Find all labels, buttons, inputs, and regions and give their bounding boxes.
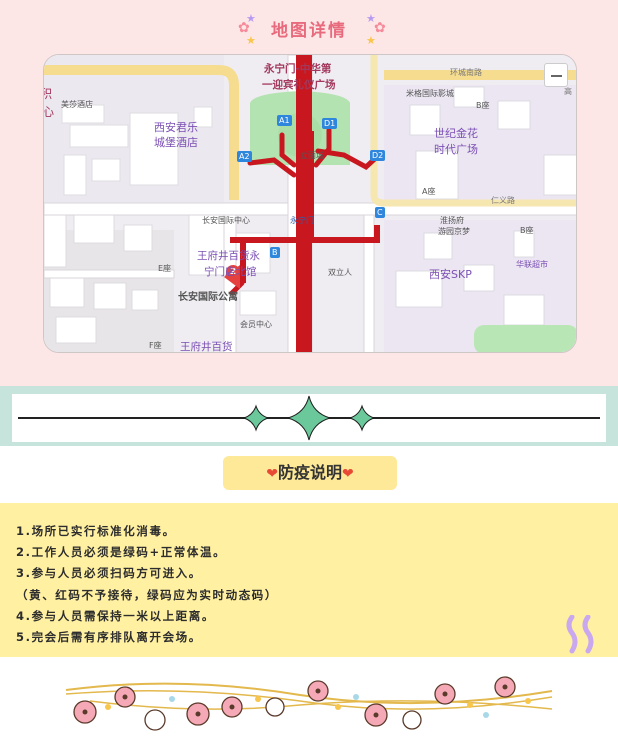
- heart-icon: ❤: [342, 466, 354, 482]
- page-title: 地图详情: [271, 21, 347, 41]
- map-label: F座: [149, 341, 162, 350]
- zoom-out-button[interactable]: [544, 63, 568, 87]
- map-section: ★ ✿ ★ 地图详情 ★ ✿ ★: [0, 0, 618, 386]
- map-label-mall: 王府井百货: [180, 341, 233, 353]
- flower-decoration: [0, 657, 618, 744]
- map-label: 淮扬府: [440, 216, 464, 225]
- map-label-plaza: 永宁门-中华第: [264, 63, 332, 75]
- map-label: 游园京梦: [438, 227, 470, 236]
- wave-icon: [566, 615, 594, 654]
- map-label: 长安国际中心: [202, 216, 250, 225]
- map-label-plaza: 一迎宾礼仪广场: [262, 79, 336, 91]
- sparkle-icon: [242, 395, 376, 441]
- star-icon: ✿: [374, 20, 386, 36]
- map-label: 环城南路: [450, 68, 482, 77]
- map-label: 华联超市: [516, 260, 548, 269]
- map-label: 会员中心: [240, 320, 272, 329]
- heart-icon: ❤: [266, 466, 278, 482]
- star-icon: ★: [366, 12, 376, 25]
- anti-epidemic-title: 防疫说明: [277, 463, 342, 482]
- location-marker[interactable]: 2: [226, 265, 240, 279]
- rule-item: 2.工作人员必须是绿码+正常体温。: [16, 545, 227, 560]
- map-label: 长安国际公寓: [178, 292, 238, 303]
- map-label: 双立人: [328, 268, 352, 277]
- rule-item: 3.参与人员必须扫码方可进入。: [16, 566, 202, 581]
- map-label: B座: [476, 101, 490, 110]
- map-label-hotel: 城堡酒店: [154, 136, 198, 149]
- star-icon: ★: [246, 34, 256, 47]
- exit-badge: B: [270, 247, 280, 258]
- map-label: 心: [43, 105, 55, 119]
- map-label: 美莎酒店: [61, 100, 93, 109]
- rules-panel: 1.场所已实行标准化消毒。 2.工作人员必须是绿码+正常体温。 3.参与人员必须…: [0, 503, 618, 657]
- map-label-mall: 西安SKP: [429, 268, 472, 281]
- map-label-mall: 时代广场: [434, 143, 478, 156]
- flower-icon: [65, 676, 553, 731]
- exit-badge: D1: [322, 118, 338, 129]
- map-label: 仁义路: [491, 196, 515, 205]
- rule-item: 5.完会后需有序排队离开会场。: [16, 630, 202, 645]
- star-icon: ✿: [238, 20, 250, 36]
- exit-badge: A2: [237, 151, 252, 162]
- rule-item: 1.场所已实行标准化消毒。: [16, 524, 176, 538]
- location-map[interactable]: A1 D1 A2 D2 C B 2 永宁门-中华第 一迎宾礼仪广场 美莎酒店 积…: [43, 54, 577, 353]
- map-label-mall: 宁门店北馆: [204, 266, 257, 278]
- map-label-station: 永宁门: [290, 216, 314, 225]
- map-label: 积: [44, 85, 52, 102]
- anti-epidemic-heading: ❤防疫说明❤: [223, 456, 397, 490]
- map-label: B座: [520, 226, 534, 235]
- map-label-hotel: 西安君乐: [154, 121, 198, 134]
- map-label: 米格国际影城: [406, 89, 454, 98]
- map-canvas: [44, 55, 576, 352]
- divider-band: [0, 386, 618, 446]
- exit-badge: C: [375, 207, 385, 218]
- exit-badge: A1: [277, 115, 292, 126]
- divider-panel: [12, 394, 606, 442]
- map-label: A座: [422, 187, 436, 196]
- map-label: 高: [564, 87, 572, 96]
- map-label: E座: [158, 264, 172, 273]
- star-icon: ★: [246, 12, 256, 25]
- star-icon: ★: [366, 34, 376, 47]
- exit-badge: D2: [370, 150, 386, 161]
- map-label: 立丽城: [300, 151, 324, 160]
- map-label-mall: 王府井百货永: [197, 250, 260, 262]
- rule-item: （黄、红码不予接待，绿码应为实时动态码）: [16, 587, 278, 602]
- rule-item: 4.参与人员需保持一米以上距离。: [16, 608, 215, 623]
- map-label-mall: 世纪金花: [434, 127, 478, 140]
